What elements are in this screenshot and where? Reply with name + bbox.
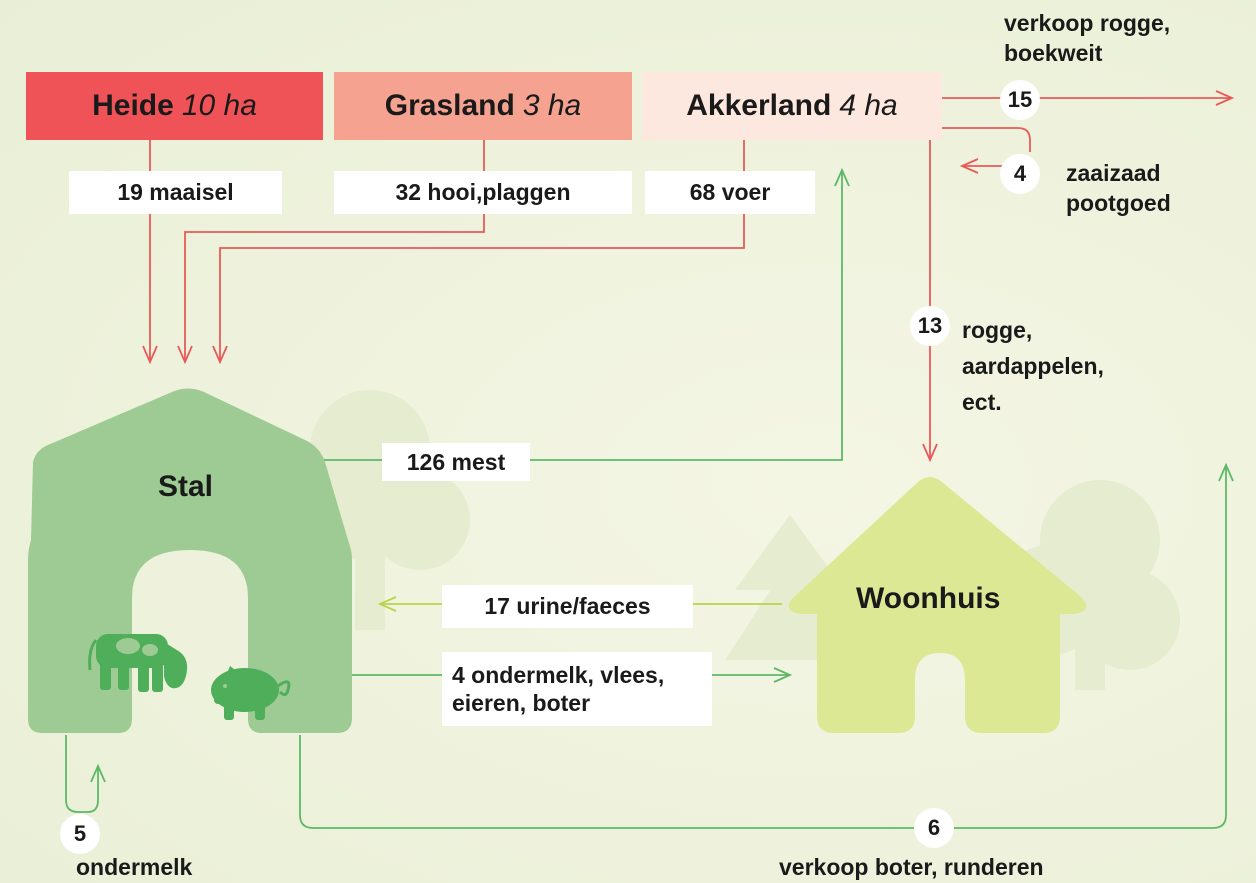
flow-number-rogge: 13 (910, 306, 950, 346)
text-ondermelk: ondermelk (76, 854, 193, 880)
text-verkoop-boter: verkoop boter, runderen (779, 854, 1044, 880)
flow-label-ondermelk-vlees: 4 ondermelk, vlees, eieren, boter (442, 652, 712, 726)
woonhuis-building (788, 477, 1087, 733)
text-rogge: rogge, aardappelen, ect. (962, 317, 1104, 415)
field-akkerland-name: Akkerland (686, 89, 832, 122)
flow-label-hooi: 32 hooi,plaggen (334, 171, 632, 214)
flow-number-zaaizaad: 4 (1000, 154, 1040, 194)
flow-label-mest: 126 mest (382, 443, 530, 481)
text-verkoop-rogge: verkoop rogge, boekweit (1004, 10, 1171, 66)
field-heide-size: 10 ha (181, 89, 257, 122)
text-zaaizaad: zaaizaad pootgoed (1066, 160, 1171, 216)
stal-building (28, 388, 352, 733)
flow-label-urine: 17 urine/faeces (442, 585, 693, 628)
flow-number-verkoop-rogge: 15 (1000, 80, 1040, 120)
flow-label-voer: 68 voer (645, 171, 815, 214)
flow-number-ondermelk: 5 (60, 814, 100, 854)
flow-label-maaisel: 19 maaisel (69, 171, 282, 214)
stal-title: Stal (158, 470, 214, 503)
field-grasland-size: 3 ha (522, 89, 582, 122)
flow-number-verkoop-boter: 6 (914, 808, 954, 848)
field-grasland-name: Grasland (384, 89, 515, 122)
field-heide-name: Heide (92, 89, 174, 122)
field-akkerland-size: 4 ha (839, 89, 898, 122)
woonhuis-title: Woonhuis (856, 582, 1001, 615)
cow-icon (88, 634, 188, 692)
pig-icon (211, 666, 291, 720)
